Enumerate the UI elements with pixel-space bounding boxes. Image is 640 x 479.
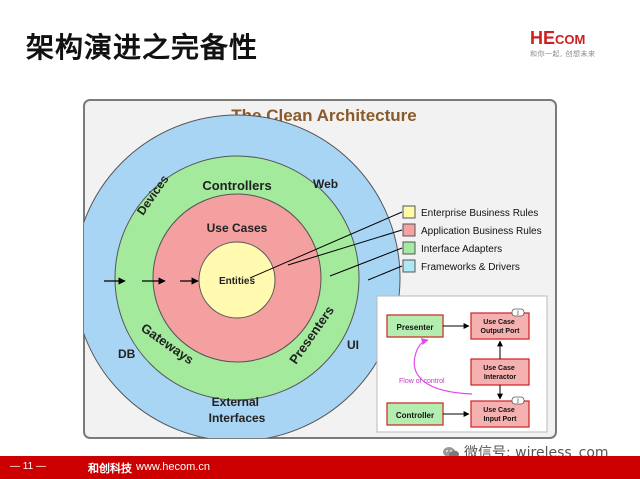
interactor-box [470, 358, 530, 386]
company-logo: HECOM 和你一起, 创想未来 [530, 28, 622, 70]
input-port-interface-label: I [517, 399, 519, 405]
ring-enterprise-rules [198, 241, 276, 319]
legend-swatch-adapters [402, 241, 416, 255]
legend-pointer-adapters [329, 247, 403, 277]
label-controllers: Controllers [202, 178, 271, 193]
label-web: Web [313, 177, 338, 191]
output-port-interface-label: I [517, 311, 519, 317]
label-entities: Entities [219, 276, 256, 287]
legend-pointer-application [287, 229, 403, 266]
legend-label-adapters: Interface Adapters [421, 244, 502, 255]
svg-text:Use Case Input Port: Use Case Input Port [483, 407, 517, 423]
flow-of-control-curve [413, 338, 473, 395]
legend-label-enterprise: Enterprise Business Rules [421, 208, 538, 219]
legend-swatch-application [402, 223, 416, 237]
slide-title: 架构演进之完备性 [26, 31, 259, 64]
logo-text-small: COM [555, 32, 586, 47]
svg-text:Use Case Output Port: Use Case Output Port [481, 319, 521, 335]
flow-inset: Presenter Use Case Output Port I Use Cas… [376, 295, 548, 433]
legend-swatch-enterprise [402, 205, 416, 219]
interactor-line2: Interactor [484, 374, 517, 381]
svg-text:Use Case Interactor: Use Case Interactor [483, 365, 516, 381]
input-port-line2: Input Port [483, 416, 517, 423]
output-port-box [470, 312, 530, 340]
label-use-cases: Use Cases [207, 221, 268, 235]
page-number: — 11 — [10, 461, 46, 472]
legend-label-application: Application Business Rules [421, 226, 542, 237]
footer-company-name: 和创科技 [88, 462, 132, 475]
legend-pointer-enterprise [249, 211, 403, 279]
legend-label-frameworks: Frameworks & Drivers [421, 262, 520, 273]
svg-text:External Interfaces: External Interfaces [209, 395, 266, 425]
presenter-label: Presenter [397, 323, 434, 332]
input-port-line1: Use Case [483, 407, 515, 414]
controller-label: Controller [396, 411, 434, 420]
output-port-line1: Use Case [483, 319, 515, 326]
legend-pointer-frameworks [367, 265, 403, 281]
output-port-line2: Output Port [481, 328, 521, 335]
logo-tagline: 和你一起, 创想未来 [530, 50, 596, 58]
input-port-interface-tag [511, 396, 525, 405]
footer-bar: — 11 — 和创科技 www.hecom.cn [0, 456, 640, 479]
output-port-interface-tag [511, 308, 525, 317]
logo-text-main: HE [530, 28, 556, 48]
legend: Enterprise Business Rules Application Bu… [402, 205, 542, 273]
label-ui: UI [347, 338, 359, 352]
label-db: DB [118, 347, 136, 361]
interactor-line1: Use Case [483, 365, 515, 372]
footer-website: www.hecom.cn [136, 461, 210, 473]
input-port-box [470, 400, 530, 428]
legend-swatch-frameworks [402, 259, 416, 273]
label-external-interfaces: External [212, 395, 259, 409]
flow-of-control-label: Flow of control [399, 378, 445, 385]
